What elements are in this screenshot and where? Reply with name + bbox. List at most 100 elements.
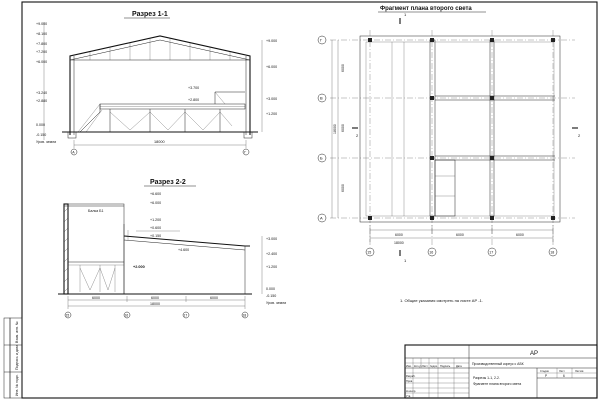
role-label: Пров.	[406, 379, 413, 383]
dim-value: 6000	[210, 296, 218, 300]
section-1-levels-left: +9.000 +8.100 +7.800 +7.200 +6.000 +3.24…	[36, 22, 56, 144]
col-axis-label: 18	[550, 251, 554, 255]
title-block: АР Изм. Кол.уч Лист №док. Подпись Дата Р…	[404, 344, 598, 399]
sheets-header: Листов	[575, 369, 584, 373]
general-note: 1. Общие указания смотреть на листе АР -…	[400, 298, 483, 303]
dim-value: 6000	[341, 64, 345, 72]
row-axis-label: Б	[320, 156, 323, 161]
section-1-levels-right: +9.000 +6.000 +3.000 +1.200	[261, 39, 277, 132]
dim-value: 6000	[456, 233, 464, 237]
col-axis-label: 16	[429, 251, 433, 255]
level-mark: +3.000	[266, 97, 277, 101]
row-axis-label: В	[320, 96, 323, 101]
side-label-1: Инв. № подл.	[15, 374, 19, 396]
dim-value: 6000	[92, 296, 100, 300]
side-label-3: Взам. инв. №	[15, 321, 19, 343]
level-mark: +9.000	[266, 39, 277, 43]
level-mark: 0.000	[36, 123, 45, 127]
level-mark: -0.150	[36, 133, 46, 137]
level-mark: +0.600	[150, 226, 161, 230]
sheet-header: Лист	[559, 369, 565, 373]
wall-hatch	[63, 207, 69, 293]
plan-title: Фрагмент плана второго света	[380, 6, 472, 12]
inner-level: +4.600	[178, 248, 189, 252]
sheet-frame	[21, 1, 598, 399]
level-mark: +2.400	[266, 252, 277, 256]
section-1-1: Разрез 1-1 +9.000 +8.100 +7.800 +7.200 +…	[36, 11, 277, 156]
col-header: Дата	[456, 364, 462, 368]
stage-value: Р	[545, 374, 547, 378]
level-mark: -0.150	[266, 294, 276, 298]
dim-total: 18000	[150, 302, 160, 306]
level-mark: +1.200	[266, 265, 277, 269]
section-mark: 2	[578, 133, 581, 138]
inner-level: +2.000	[133, 265, 145, 269]
section-mark: 2	[356, 133, 359, 138]
inner-level: +2.800	[188, 98, 199, 102]
level-mark: +6.000	[36, 60, 47, 64]
project-name: Производственный корпус с АБК	[472, 362, 524, 366]
axis-label: 17	[184, 313, 188, 317]
sheet-title-line-1: Разрезы 1-1, 2-2.	[473, 376, 500, 380]
sheet-value: 6	[563, 374, 565, 378]
level-mark: +6.000	[150, 201, 161, 205]
inner-level: +3.700	[188, 86, 199, 90]
col-axis-label: 17	[489, 251, 493, 255]
section-2-levels-right: +3.000 +2.400 +1.200 0.000 -0.150 Уров. …	[261, 236, 286, 305]
row-axis-label: А	[320, 216, 323, 221]
dim-value: 6000	[516, 233, 524, 237]
level-mark: +3.000	[266, 237, 277, 241]
axis-label: 16	[125, 313, 129, 317]
dim-total: 18000	[394, 241, 404, 245]
side-strip: Инв. № подл. Подпись и дата Взам. инв. №	[3, 317, 23, 399]
role-label: Разраб.	[406, 374, 416, 378]
level-mark: +8.100	[36, 32, 47, 36]
stage-header: Стадия	[540, 369, 549, 373]
dim-value: 6000	[341, 184, 345, 192]
beam-label: Балка Б1	[88, 209, 103, 213]
level-mark: +1.200	[266, 112, 277, 116]
sheet-title-line-2: Фрагмент плана второго света	[473, 382, 521, 386]
dim-value: 6000	[395, 233, 403, 237]
axis-label: Г	[244, 150, 246, 154]
col-header: №док.	[430, 365, 438, 368]
ground-label: Уров. земли	[36, 140, 56, 144]
dim-total: 18000	[333, 124, 337, 134]
level-mark: 0.000	[266, 287, 275, 291]
axis-label: А	[72, 150, 75, 154]
level-mark: +1.200	[150, 218, 161, 222]
section-mark: 1	[404, 12, 407, 17]
side-label-2: Подпись и дата	[15, 345, 19, 370]
roof-truss	[70, 38, 250, 61]
dim-value: 6000	[341, 124, 345, 132]
level-mark: +6.000	[266, 65, 277, 69]
section-2-title: Разрез 2-2	[150, 179, 186, 186]
document-code: АР	[530, 351, 538, 357]
dim-value: 6000	[151, 296, 159, 300]
col-axis-label: 15	[367, 251, 371, 255]
dim-total: 18000	[154, 140, 165, 144]
col-header: Подпись	[440, 364, 451, 368]
row-axis-label: Г	[320, 38, 323, 43]
section-1-title: Разрез 1-1	[132, 11, 168, 18]
level-mark: +2.880	[36, 99, 47, 103]
level-mark: +0.150	[150, 234, 161, 238]
grid-axes	[330, 30, 575, 245]
level-mark: +9.000	[36, 22, 47, 26]
col-header: Изм.	[406, 364, 412, 368]
col-header: Лист	[422, 364, 428, 368]
axis-label: 15	[66, 313, 70, 317]
stair	[77, 103, 103, 133]
level-mark: +6.600	[150, 192, 161, 196]
ground-label: Уров. земли	[266, 301, 286, 305]
axis-label: 18	[243, 313, 247, 317]
section-2-2: Разрез 2-2	[58, 179, 286, 319]
column-posts	[368, 38, 555, 220]
plan-fragment: Фрагмент плана второго света 1 1 2 2	[317, 6, 581, 303]
level-mark: +7.200	[36, 50, 47, 54]
section-mark: 1	[404, 258, 407, 263]
role-label: Утв.	[406, 394, 411, 398]
mezzanine	[99, 91, 246, 132]
